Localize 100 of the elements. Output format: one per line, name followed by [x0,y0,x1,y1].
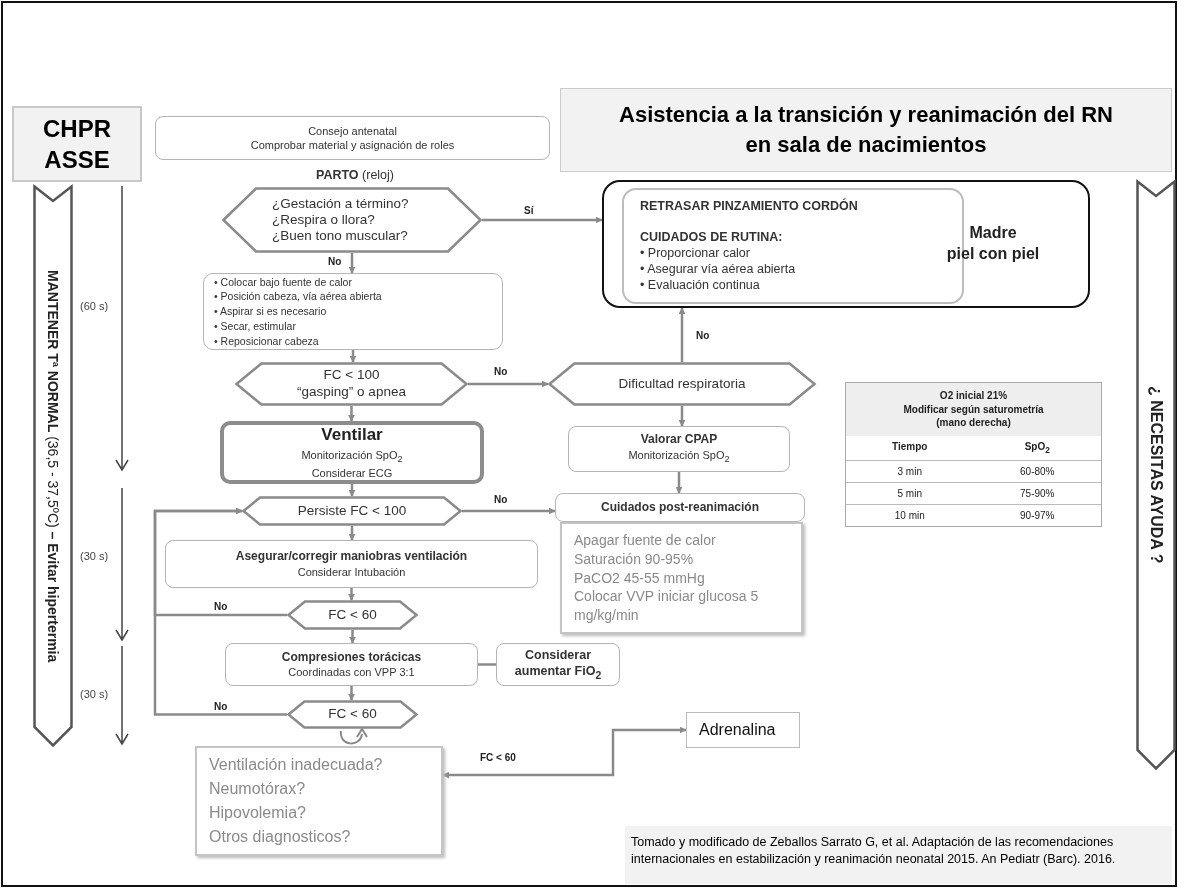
box-text: Comprobar material y asignación de roles [250,138,455,153]
decision-hexagon [222,187,482,253]
box-text: CHPR ASSE [42,113,112,175]
decision-hexagon [287,600,418,630]
flow-arrow [348,588,355,601]
box-text: Considerar aumentar FiO$_{2}$ [513,646,603,683]
banner-band [1136,180,1176,770]
edge-label: No [212,701,230,712]
table-cell-text: 3 min [896,465,923,477]
flow-arrow [348,484,356,497]
table-cell-text: 10 min [893,509,926,521]
process-box [686,712,800,748]
box-text: FC < 60 [328,606,377,624]
box-text: Saturación 90-95% [574,549,694,569]
box-text: • Secar, estimular [214,318,296,334]
box-text: • Posición cabeza, vía aérea abierta [214,289,382,305]
table-cell-text: 90-97% [1019,509,1056,521]
box-text: Persiste FC < 100 [297,502,407,520]
box-text: • Evaluación continua [640,277,760,294]
box-text: ¿Respira o llora? [272,211,376,229]
box-text: • Asegurar vía aérea abierta [640,261,796,278]
box-text: Hipovolemia? [209,803,306,823]
box-text: Compresiones torácicas [281,649,422,666]
step-label: PARTO (reloj) [315,168,395,182]
process-box [568,426,790,472]
header-text: O2 inicial 21% [939,389,1008,403]
edge-label: No [492,494,510,505]
box-text: FC < 60 [328,706,377,723]
edge-label: Sí [522,205,536,216]
decision-hexagon [287,700,418,729]
banner-text: MANTENER Tª NORMAL (36,5 - 37,5ºC) – Evitar hipertermia [45,269,61,663]
banner-text: ¿ NECESITAS AYUDA ? [1147,386,1165,564]
edge-label: No [326,256,344,267]
box-text: “gasping” o apnea [297,384,406,401]
connector-line [478,663,496,666]
flow-arrow [468,380,549,388]
box-text: ¿Buen tono muscular? [272,228,409,245]
decision-hexagon [242,496,462,526]
flow-arrow [153,507,287,716]
box-text: Colocar VVP iniciar glucosa 5 mg/kg/min [574,587,760,626]
box-text: RETRASAR PINZAMIENTO CORDÓN [640,198,858,215]
box-text: Consejo antenatal [308,123,397,138]
caption: Tomado y modificado de Zeballos Sarrato G, et al. Adaptación de las recomendaciones internacionales en estabilización y reanimación neonatal 2015. An Pediatr (Barc). 2016. [625,826,1172,884]
process-box [555,493,805,522]
flow-arrow [482,216,603,224]
table-cell-text: 75-90% [1019,487,1056,499]
header-box [12,106,142,182]
table-cell-text: SpO$_{2}$ [1023,440,1051,455]
box-text: PaCO2 45-55 mmHg [574,568,705,588]
box-text: Monitorización SpO$_{2}$ [301,448,403,467]
process-box [165,540,538,588]
box-text: FC < 100 [323,367,380,384]
box-text: Neumotórax? [209,779,306,799]
box-text: Adrenalina [699,721,776,739]
flow-arrow [675,472,683,494]
table-cell-text: 60-80% [1019,465,1056,477]
process-box [203,273,503,350]
box-text: Valorar CPAP [640,432,718,448]
box-text: Coordinadas con VPP 3:1 [288,665,415,680]
table-cell-text: Tiempo [891,440,929,454]
box-text: Ventilación inadecuada? [209,755,383,775]
flow-arrow [348,406,355,422]
box-text: • Aspirar si es necesario [214,304,327,319]
edge-label: No [212,601,230,612]
process-box [225,643,478,686]
box-text: Dificultad respiratoria [618,375,746,393]
flow-arrow [678,307,686,362]
box-text: CUIDADOS DE RUTINA: [640,228,783,245]
box-text: piel con piel [945,244,1041,264]
flow-arrow [678,406,686,427]
note-box [195,746,443,856]
box-text: Considerar Intubación [297,564,406,579]
box-text: Madre [968,223,1018,244]
box-text: Apagar fuente de calor [574,530,716,550]
edge-label: No [694,330,712,341]
decision-hexagon [548,362,816,406]
process-box [155,116,550,160]
flow-arrow [348,253,356,274]
title: Asistencia a la transición y reanimación del RN en sala de nacimientos [560,88,1172,172]
box-text: • Reposicionar cabeza [214,333,319,349]
edge-label: No [492,366,510,377]
flow-arrow [348,526,356,541]
flow-arrow [348,686,355,701]
header-text: Modificar según saturometría [903,402,1044,416]
box-text: Otros diagnosticos? [209,827,351,847]
box-text: Monitorización SpO$_{2}$ [628,447,730,466]
box-text: ¿Gestación a término? [272,195,410,212]
flow-arrow [349,630,356,644]
box-text: • Colocar bajo fuente de calor [214,274,352,290]
banner-band [33,185,73,747]
process-box [220,421,484,484]
edge-label: FC < 60 [478,752,518,763]
box-text: Considerar ECG [311,466,393,481]
box-text: • Proporcionar calor [640,244,750,262]
process-box [496,643,620,686]
header-text: (mano derecha) [936,416,1011,430]
box-text: Ventilar [321,424,383,447]
flow-arrow [349,350,357,363]
flow-arrow [462,507,556,515]
note-box [560,522,803,634]
